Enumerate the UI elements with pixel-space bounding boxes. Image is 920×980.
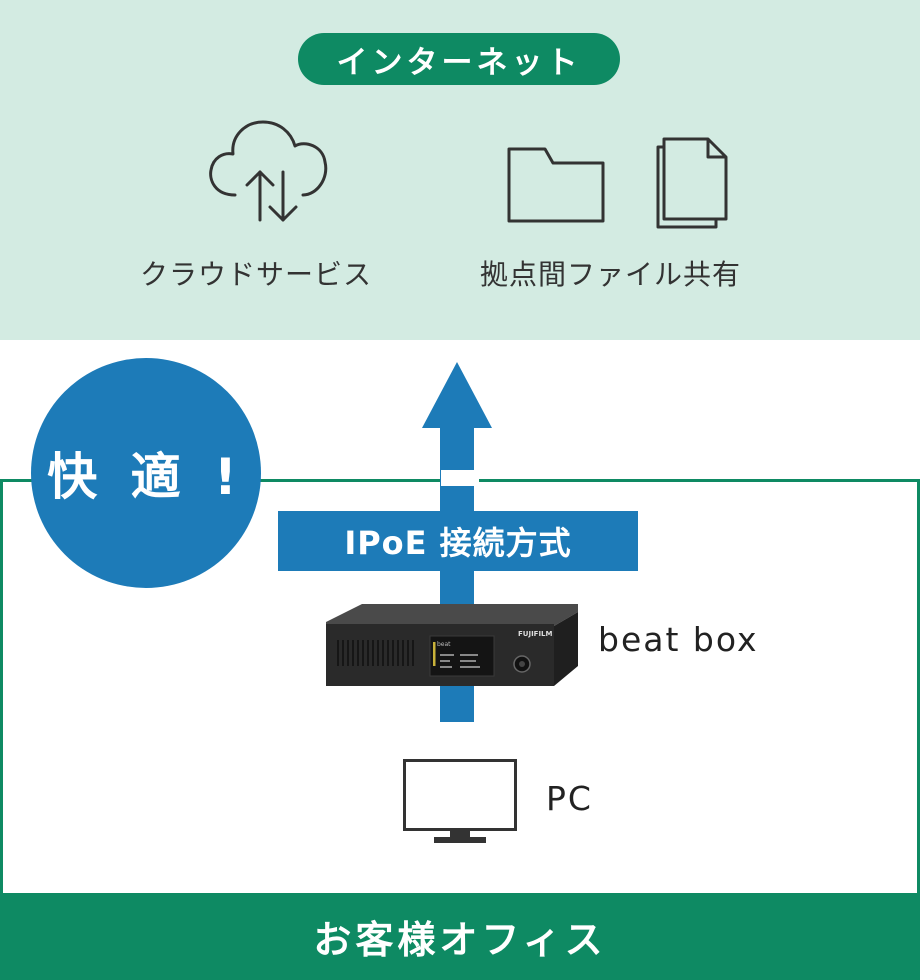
router-device: beat FUJIFILM: [326, 604, 578, 686]
pc-label: PC: [546, 779, 593, 818]
folder-icon: [507, 147, 605, 223]
comfort-badge: 快 適 !: [31, 358, 261, 588]
office-title: お客様オフィス: [0, 893, 920, 980]
beat-box-label: beat box: [598, 620, 759, 659]
svg-text:FUJIFILM: FUJIFILM: [518, 630, 553, 638]
monitor-icon: [403, 759, 517, 843]
documents-icon: [656, 137, 728, 229]
internet-title: インターネット: [298, 33, 620, 85]
svg-text:beat: beat: [437, 641, 451, 648]
ipoe-connection-label: IPoE 接続方式: [278, 511, 638, 571]
cloud-sync-icon: [209, 120, 328, 222]
cloud-service-label: クラウドサービス: [140, 258, 373, 291]
file-sharing-label: 拠点間ファイル共有: [480, 258, 742, 291]
